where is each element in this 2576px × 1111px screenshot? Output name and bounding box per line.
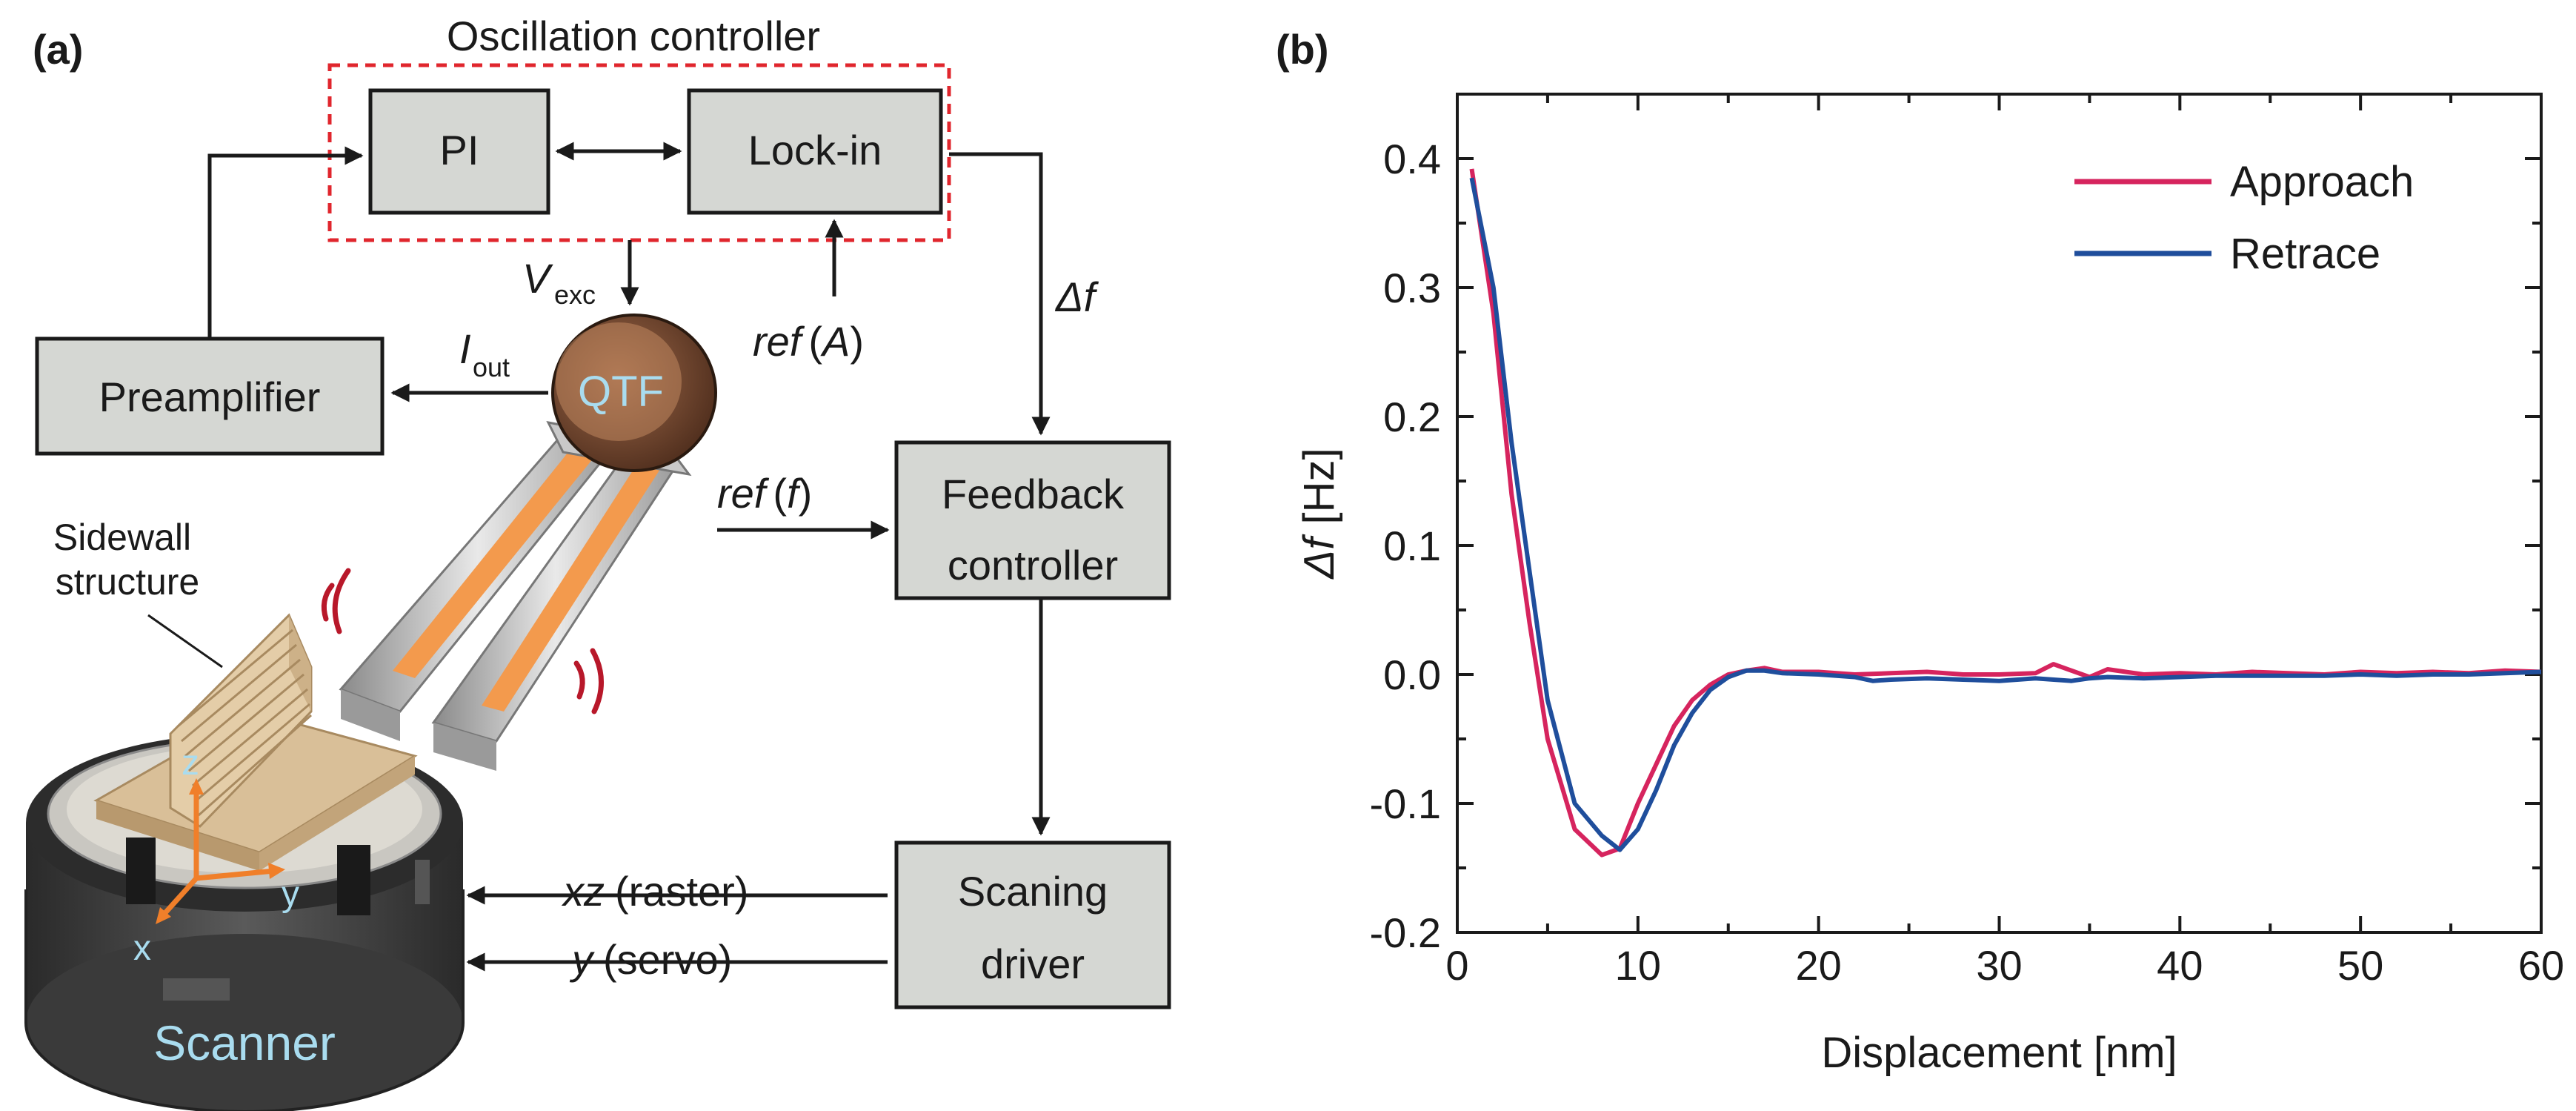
panel-b: (b) 0 10 20 30 40 50 60 -0.2 -0.1 0.0 0.1 0.2 0.3 0.4… bbox=[1276, 26, 2564, 1077]
feedback-label-2: controller bbox=[948, 542, 1118, 588]
sidewall-sample bbox=[93, 613, 418, 871]
axis-z-label: z bbox=[182, 743, 199, 783]
sidewall-label-2: structure bbox=[56, 561, 200, 603]
sidewall-label-1: Sidewall bbox=[53, 517, 191, 558]
ref-f-open: ( bbox=[773, 470, 787, 517]
lockin-label: Lock-in bbox=[748, 127, 882, 173]
oscillation-controller-title: Oscillation controller bbox=[447, 13, 820, 59]
y-label: y(servo) bbox=[569, 936, 732, 983]
y-tick-label: -0.2 bbox=[1370, 909, 1442, 956]
feedback-controller-box bbox=[894, 440, 1171, 600]
series-line-retrace bbox=[1469, 177, 2542, 852]
sidewall-pointer bbox=[147, 614, 223, 669]
x-tick-label: 40 bbox=[2157, 942, 2203, 989]
xyz-axes bbox=[156, 778, 285, 924]
x-tick-label: 10 bbox=[1615, 942, 1661, 989]
y-tick-label: 0.2 bbox=[1383, 394, 1441, 440]
axis-y-label: y bbox=[282, 875, 299, 914]
pi-box bbox=[368, 88, 550, 215]
preamp-to-pi-arrow bbox=[207, 146, 364, 339]
y-var: y bbox=[569, 936, 595, 983]
iout-sub: out bbox=[473, 352, 510, 382]
y-tick-label: 0.3 bbox=[1383, 265, 1441, 311]
preamplifier-box bbox=[35, 336, 385, 456]
ref-a-open: ( bbox=[808, 318, 822, 365]
ref-a-var: A bbox=[820, 318, 850, 365]
panel-a: (a) Oscillation controller PI Lock-in Pr… bbox=[24, 13, 1171, 1111]
line-chart: 0 10 20 30 40 50 60 -0.2 -0.1 0.0 0.1 0.2 0.3 0.4 Appr… bbox=[1370, 93, 2564, 989]
ref-f-label: ref(f) bbox=[717, 470, 812, 517]
x-tick-label: 60 bbox=[2518, 942, 2564, 989]
lockin-box bbox=[687, 88, 943, 215]
iout-main: I bbox=[459, 325, 471, 372]
x-tick-label: 20 bbox=[1796, 942, 1842, 989]
x-tick-label: 30 bbox=[1976, 942, 2022, 989]
x-tick-label: 0 bbox=[1445, 942, 1468, 989]
pi-label: PI bbox=[440, 127, 479, 173]
y-axis-label-symbol: Δf bbox=[1295, 534, 1343, 580]
y-tick-label: 0.0 bbox=[1383, 651, 1441, 698]
ref-f-italic: ref bbox=[717, 470, 770, 517]
feedback-label-1: Feedback bbox=[942, 471, 1125, 517]
panel-b-label: (b) bbox=[1276, 26, 1329, 73]
oscillation-controller-border bbox=[327, 63, 951, 242]
tuning-fork bbox=[339, 420, 692, 771]
legend-label-retrace: Retrace bbox=[2230, 230, 2380, 278]
series-line-approach bbox=[1469, 168, 2542, 858]
ref-a-label: ref(A) bbox=[753, 318, 864, 365]
panel-a-label: (a) bbox=[33, 26, 83, 73]
vexc-main: V bbox=[522, 255, 553, 302]
vibration-signal-right bbox=[573, 648, 604, 714]
delta-f-label: Δf bbox=[1054, 273, 1099, 320]
scanner-label: Scanner bbox=[153, 1015, 336, 1070]
xz-var: xz bbox=[561, 868, 605, 915]
scanning-driver-box bbox=[894, 840, 1171, 1009]
y-tick-label: 0.4 bbox=[1383, 136, 1441, 182]
xz-label: xz(raster) bbox=[561, 868, 748, 915]
ref-a-italic: ref bbox=[753, 318, 805, 365]
x-tick-label: 50 bbox=[2337, 942, 2383, 989]
x-axis-label: Displacement [nm] bbox=[1821, 1029, 2177, 1077]
y-tick-label: 0.1 bbox=[1383, 523, 1441, 569]
plot-frame bbox=[1456, 93, 2543, 934]
scanning-label-2: driver bbox=[981, 941, 1085, 987]
ref-f-close: ) bbox=[799, 470, 813, 517]
legend-label-approach: Approach bbox=[2230, 158, 2414, 206]
vexc-sub: exc bbox=[554, 279, 596, 310]
y-axis-label-unit: [Hz] bbox=[1295, 448, 1343, 524]
ref-a-close: ) bbox=[850, 318, 864, 365]
qtf-can bbox=[551, 314, 717, 472]
xz-rest: (raster) bbox=[615, 868, 748, 915]
lockin-to-feedback-arrow bbox=[949, 152, 1051, 436]
vibration-signal-left bbox=[321, 568, 351, 634]
y-rest: (servo) bbox=[603, 936, 732, 983]
axis-x-label: x bbox=[133, 929, 151, 968]
qtf-label: QTF bbox=[578, 368, 664, 416]
y-tick-label: -0.1 bbox=[1370, 780, 1442, 827]
y-axis-label: Δf [Hz] bbox=[1295, 448, 1343, 580]
preamplifier-label: Preamplifier bbox=[99, 374, 321, 420]
scanning-label-1: Scaning bbox=[958, 868, 1108, 915]
